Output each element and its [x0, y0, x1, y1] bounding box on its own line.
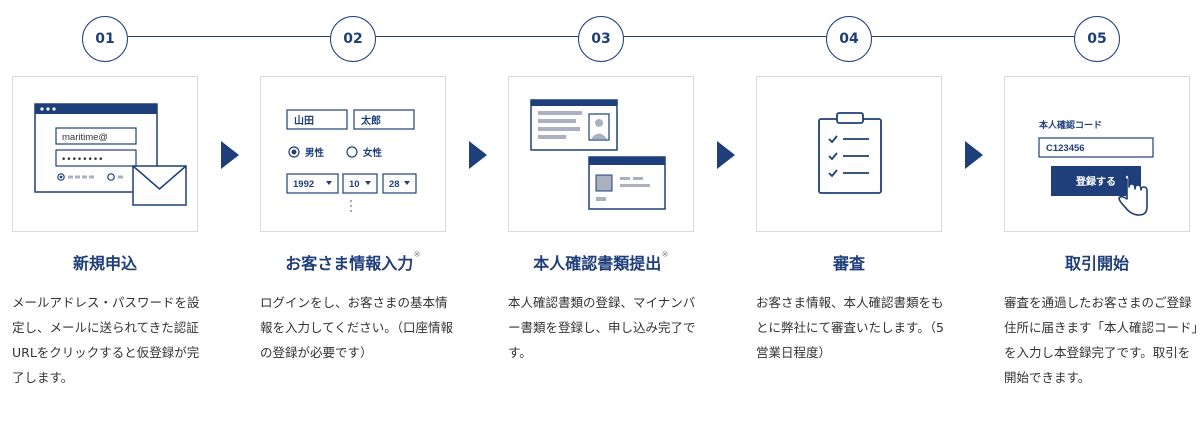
footnote-mark: ※ [413, 250, 421, 260]
id-card-icon [588, 156, 666, 210]
step-1-illustration: maritime@ •••••••• [12, 76, 198, 232]
step-number-01: 01 [82, 16, 128, 62]
step-number-02: 02 [330, 16, 376, 62]
step-5-description: 審査を通過したお客さまのご登録住所に届きます「本人確認コード」を入力し本登録完了… [1004, 295, 1198, 385]
gender-male-label: 男性 [305, 147, 325, 159]
next-step-arrow-icon [469, 141, 487, 169]
day-select-value: 28 [389, 179, 400, 190]
next-step-arrow-icon [965, 141, 983, 169]
step-4-description: お客さま情報、本人確認書類をもとに弊社にて審査いたします。（5営業日程度） [756, 295, 944, 360]
step-number-03: 03 [578, 16, 624, 62]
timeline-connector [624, 36, 826, 37]
code-value: C123456 [1046, 143, 1085, 154]
step-5-illustration: 本人確認コード C123456 登録する [1004, 76, 1190, 232]
timeline-connector [872, 36, 1074, 37]
gender-female-label: 女性 [363, 147, 383, 159]
year-select-value: 1992 [293, 179, 314, 190]
step-2-title: お客さま情報入力※ [285, 250, 421, 273]
step-4-title: 審査 [832, 254, 865, 273]
browser-window-icon: maritime@ •••••••• [34, 103, 158, 193]
step-5-title: 取引開始 [1064, 254, 1129, 273]
step-number-05: 05 [1074, 16, 1120, 62]
name-form-icon: 山田 太郎 男性 女性 1992 10 28 [286, 109, 417, 212]
step-2-illustration: 山田 太郎 男性 女性 1992 10 28 [260, 76, 446, 232]
timeline-connector [128, 36, 330, 37]
password-field-value: •••••••• [61, 155, 103, 165]
id-document-icon [530, 99, 618, 151]
confirmation-code-form-icon: 本人確認コード C123456 登録する [1038, 119, 1154, 196]
step-3-illustration [508, 76, 694, 232]
last-name-value: 山田 [294, 114, 314, 127]
email-field-value: maritime@ [62, 132, 108, 143]
footnote-mark: ※ [661, 250, 669, 260]
step-4-illustration [756, 76, 942, 232]
step-3-description: 本人確認書類の登録、マイナンバー書類を登録し、申し込み完了です。 [508, 295, 696, 360]
step-number-04: 04 [826, 16, 872, 62]
step-1-description: メールアドレス・パスワードを設定し、メールに送られてきた認証URLをクリックする… [12, 295, 200, 385]
code-label: 本人確認コード [1039, 119, 1102, 131]
timeline-connector [376, 36, 578, 37]
clipboard-checklist-icon [818, 112, 882, 194]
envelope-icon [132, 165, 187, 206]
step-3-title: 本人確認書類提出※ [533, 250, 669, 273]
month-select-value: 10 [349, 179, 360, 190]
step-timeline: 01 02 03 04 05 [0, 0, 1200, 70]
first-name-value: 太郎 [360, 114, 381, 127]
step-2-description: ログインをし、お客さまの基本情報を入力してください。（口座情報の登録が必要です） [260, 295, 454, 360]
step-1-title: 新規申込 [72, 254, 137, 273]
next-step-arrow-icon [717, 141, 735, 169]
next-step-arrow-icon [221, 141, 239, 169]
register-button-label: 登録する [1075, 175, 1116, 188]
pointer-hand-icon [1118, 174, 1148, 216]
